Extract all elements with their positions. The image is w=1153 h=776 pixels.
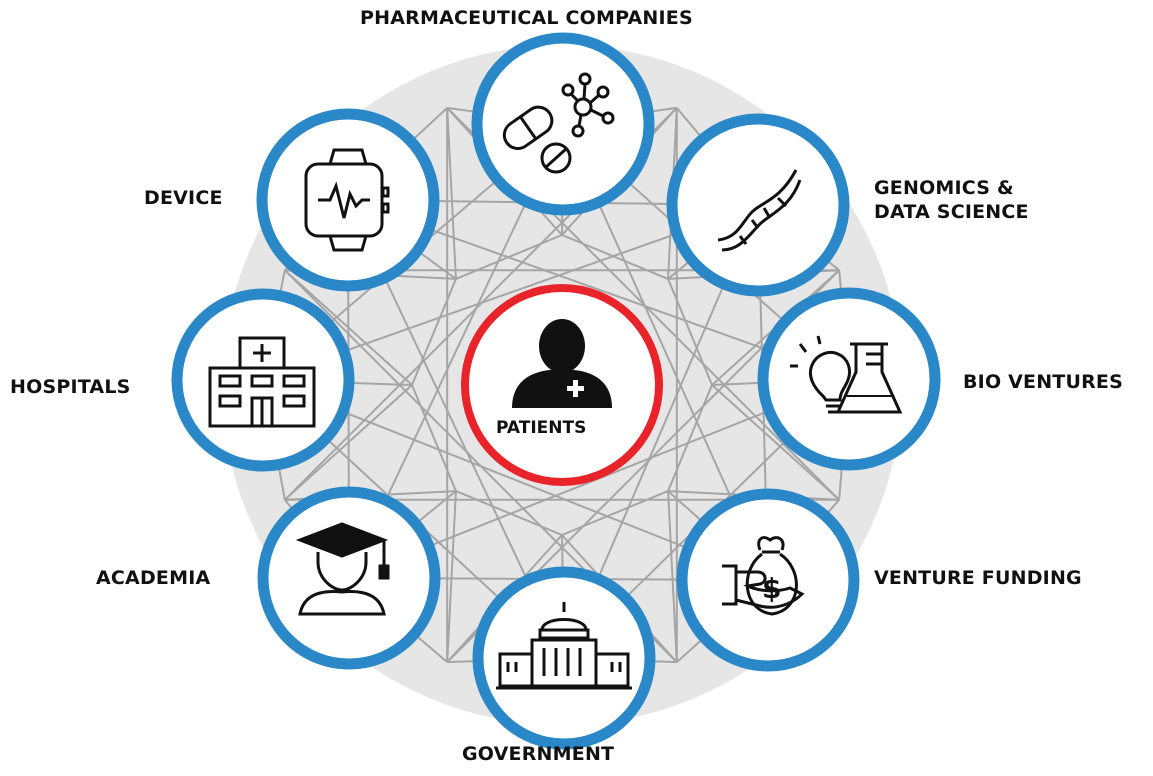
mesh-line xyxy=(667,384,713,492)
mesh-line xyxy=(667,278,713,386)
label-pharmaceutical-companies: PHARMACEUTICAL COMPANIES xyxy=(360,7,693,29)
node-bio-ventures xyxy=(757,287,941,471)
node-hospitals xyxy=(171,288,355,472)
label-government: GOVERNMENT xyxy=(462,743,615,765)
node-venture-funding: $ xyxy=(676,488,860,672)
label-genomics-line-2: DATA SCIENCE xyxy=(874,201,1029,223)
mesh-line xyxy=(667,491,678,663)
node-genomics-data-science xyxy=(666,113,850,297)
mesh-line xyxy=(561,234,669,280)
mesh-line xyxy=(284,269,413,386)
mesh-line xyxy=(446,491,457,663)
label-device: DEVICE xyxy=(144,187,223,209)
mesh-line xyxy=(411,384,457,492)
smartwatch-icon xyxy=(304,148,390,252)
node-device xyxy=(256,108,440,292)
pills-molecule-icon xyxy=(502,72,615,174)
patient-icon xyxy=(512,319,612,408)
svg-text:$: $ xyxy=(762,572,781,605)
mesh-line xyxy=(455,234,563,280)
capitol-building-icon xyxy=(496,602,632,690)
node-academia xyxy=(257,486,441,670)
label-genomics-line-1: GENOMICS & xyxy=(874,177,1014,199)
label-venture-funding: VENTURE FUNDING xyxy=(874,567,1082,589)
mesh-line xyxy=(561,490,669,536)
mesh-line xyxy=(711,384,840,501)
label-hospitals: HOSPITALS xyxy=(10,376,131,398)
center-patients-node xyxy=(461,284,663,486)
label-academia: ACADEMIA xyxy=(96,567,211,589)
mesh-line xyxy=(446,107,457,279)
mesh-line xyxy=(411,278,457,386)
money-bag-hand-icon: $ xyxy=(722,536,805,616)
dna-icon xyxy=(717,169,802,252)
mesh-line xyxy=(284,384,413,501)
hospital-building-icon xyxy=(208,336,316,428)
graduate-icon xyxy=(295,522,390,616)
center-label-patients: PATIENTS xyxy=(496,418,587,438)
lightbulb-flask-icon xyxy=(790,335,903,414)
node-pharmaceutical-companies xyxy=(471,32,655,216)
label-bio-ventures: BIO VENTURES xyxy=(963,371,1123,393)
mesh-line xyxy=(455,490,563,536)
label-genomics-data-science: GENOMICS & DATA SCIENCE xyxy=(874,176,1029,224)
node-government xyxy=(472,566,656,750)
